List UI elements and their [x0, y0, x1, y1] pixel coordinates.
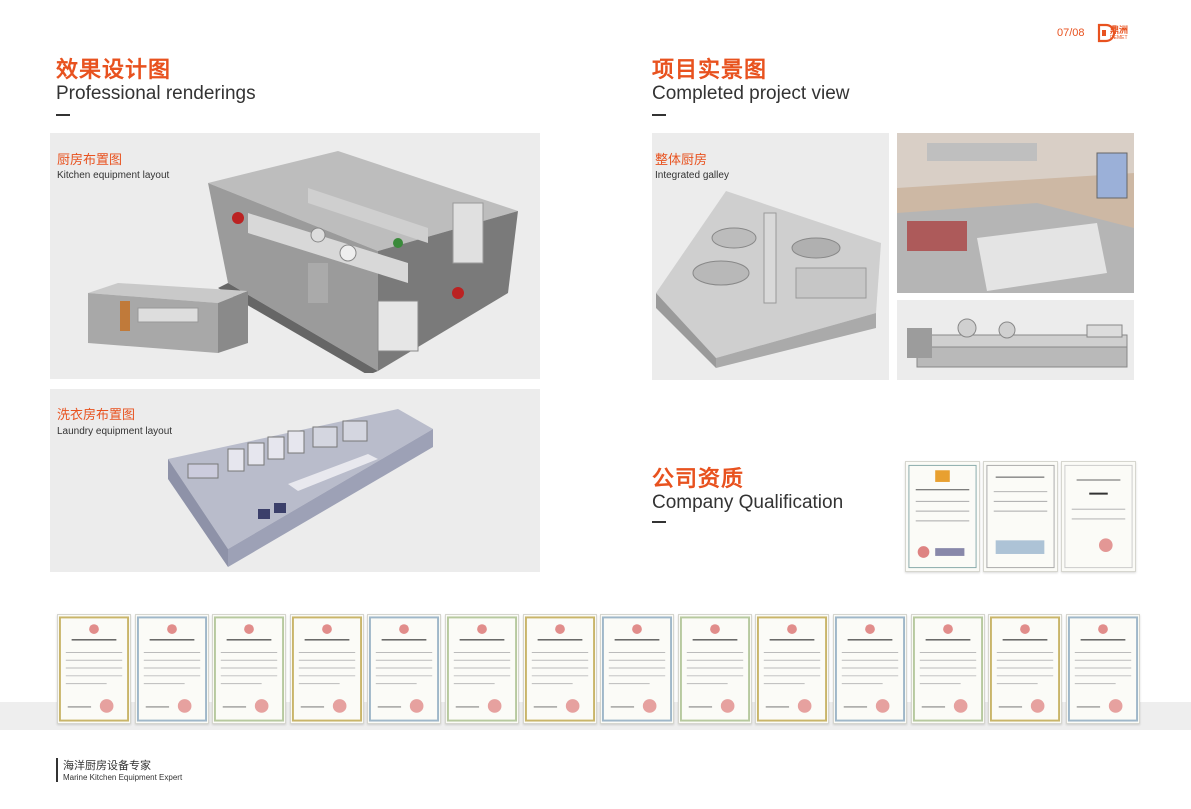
- patent-certificate: [988, 614, 1063, 724]
- laundry-layout-label-cn: 洗衣房布置图: [57, 408, 136, 423]
- patent-certificate-row: [57, 614, 1140, 724]
- footer-slogan-en: Marine Kitchen Equipment Expert: [63, 773, 183, 782]
- footer-slogan-cn: 海洋厨房设备专家: [63, 759, 151, 772]
- laundry-layout-panel: 洗衣房布置图 Laundry equipment layout: [50, 389, 540, 572]
- patent-certificate: [367, 614, 442, 724]
- patent-certificate: [833, 614, 907, 724]
- qualification-certificate-1: [905, 461, 980, 572]
- galley-photo: [656, 191, 881, 368]
- renderings-title-cn: 效果设计图: [56, 58, 172, 83]
- kitchen-3d-rendering: [88, 151, 518, 373]
- qualification-title-cn: 公司资质: [652, 467, 745, 492]
- qualification-divider: [652, 521, 666, 523]
- patent-certificate: [910, 614, 985, 724]
- qualification-title-en: Company Qualification: [652, 492, 844, 513]
- patent-certificate: [677, 614, 752, 724]
- kitchen-layout-label-cn: 厨房布置图: [57, 153, 123, 168]
- galley-label-en: Integrated galley: [655, 170, 729, 181]
- patent-certificate: [600, 614, 675, 724]
- galley-panel: 整体厨房 Integrated galley: [652, 133, 889, 380]
- laundry-layout-label-en: Laundry equipment layout: [57, 426, 173, 437]
- renderings-divider: [56, 114, 70, 116]
- qualification-certificate-2: [983, 461, 1058, 572]
- brand-name-en: DEMET: [1110, 35, 1128, 41]
- brand-name-cn: 鼎洲: [1110, 26, 1129, 36]
- laundry-3d-rendering: [168, 409, 433, 567]
- patent-certificate: [289, 614, 364, 724]
- kitchen-photo-2: [897, 300, 1134, 380]
- page-number: 07/08: [1057, 27, 1085, 39]
- kitchen-layout-label-en: Kitchen equipment layout: [57, 170, 170, 181]
- patent-certificate: [1065, 614, 1140, 724]
- project-title-cn: 项目实景图: [652, 58, 768, 83]
- footer-bar: [56, 758, 58, 782]
- patent-certificate: [755, 614, 830, 724]
- galley-label-cn: 整体厨房: [655, 153, 708, 168]
- patent-certificate: [134, 614, 209, 724]
- project-divider: [652, 114, 666, 116]
- kitchen-photo-1: [897, 133, 1134, 293]
- renderings-title-en: Professional renderings: [56, 83, 256, 104]
- patent-certificate: [445, 614, 519, 724]
- patent-certificate: [522, 614, 597, 724]
- patent-certificate: [57, 614, 131, 724]
- qualification-certificate-3: [1061, 461, 1136, 572]
- brand-logo: 鼎洲 DEMET: [1097, 22, 1131, 44]
- kitchen-layout-panel: 厨房布置图 Kitchen equipment layout: [50, 133, 540, 379]
- patent-certificate: [212, 614, 287, 724]
- project-title-en: Completed project view: [652, 83, 850, 104]
